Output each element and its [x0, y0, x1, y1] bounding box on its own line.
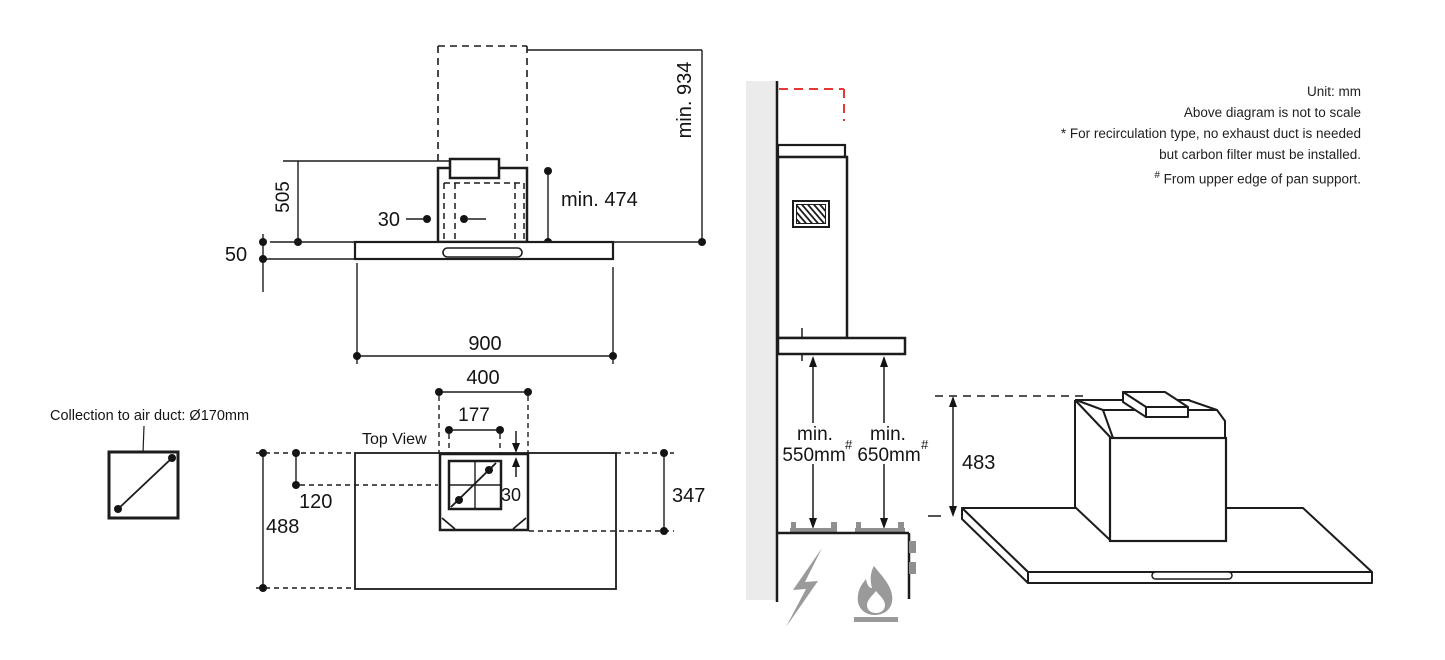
- dim-505: 505: [273, 161, 302, 246]
- dim-400: 400: [435, 367, 532, 453]
- chimney-side: [776, 155, 849, 340]
- dim-177: 177: [445, 405, 504, 460]
- dim-min-474: min. 474: [544, 167, 638, 246]
- dim-50: 50: [225, 234, 267, 292]
- dim-900: 900: [353, 263, 617, 364]
- note-recirculation-2: but carbon filter must be installed.: [1159, 147, 1361, 162]
- gas-clearance-label: min. 650mm #: [857, 424, 929, 466]
- note-unit: Unit: mm: [1307, 84, 1361, 99]
- dim-30-top-label: 30: [501, 485, 521, 505]
- svg-text:#: #: [921, 437, 929, 452]
- clearance-arrows: min. 550mm # min. 650mm #: [782, 356, 929, 529]
- notes-block: Unit: mm Above diagram is not to scale *…: [1061, 81, 1361, 190]
- electric-clearance-label: min. 550mm #: [782, 424, 853, 466]
- dim-505-label: 505: [273, 181, 294, 213]
- dim-488: 488: [256, 449, 354, 592]
- chimney-front: [436, 166, 529, 244]
- dim-483-label: 483: [962, 452, 995, 474]
- note-scale: Above diagram is not to scale: [1183, 105, 1361, 120]
- dim-min-934: min. 934: [527, 49, 706, 246]
- dim-min-934-label: min. 934: [674, 62, 696, 139]
- hood-handle-front: [442, 247, 523, 258]
- note-recirculation-1: * For recirculation type, no exhaust duc…: [1060, 126, 1361, 141]
- svg-text:550mm: 550mm: [782, 445, 845, 466]
- hash-superscript: #: [1154, 170, 1160, 181]
- wall: [746, 81, 776, 600]
- knob: [909, 562, 916, 574]
- hood-body-side: [776, 336, 907, 356]
- duct-icon: [107, 450, 180, 520]
- side-view: min. 550mm # min. 650mm #: [746, 81, 929, 627]
- dim-900-label: 900: [468, 333, 501, 355]
- dim-50-label: 50: [225, 244, 247, 266]
- pan-supports: [790, 522, 905, 533]
- dim-30-front: 30: [378, 209, 486, 231]
- housing-chamfers: [441, 517, 527, 530]
- dim-120-label: 120: [299, 491, 332, 513]
- dim-30-top: 30: [501, 431, 521, 505]
- svg-text:min.: min.: [797, 424, 833, 445]
- electric-lightning-icon: [786, 548, 822, 627]
- dim-min-474-label: min. 474: [561, 189, 638, 211]
- top-duct-iso: [1122, 391, 1189, 418]
- hood-handle-iso: [1151, 571, 1233, 580]
- motor-housing-iso: [1108, 436, 1228, 543]
- dim-400-label: 400: [466, 367, 499, 389]
- knob: [909, 541, 916, 553]
- inner-duct-dashed: [443, 182, 525, 241]
- dim-177-label: 177: [458, 405, 490, 426]
- svg-text:#: #: [845, 437, 853, 452]
- svg-text:650mm: 650mm: [857, 445, 920, 466]
- duct-extension-dashed: [437, 45, 528, 162]
- duct-callout-label: Collection to air duct: Ø170mm: [50, 408, 249, 424]
- duct-route-red-dashed: [779, 88, 845, 121]
- duct-callout: Collection to air duct: Ø170mm: [50, 408, 249, 520]
- dim-483: 483: [928, 395, 1083, 517]
- front-view: min. 934 505 30 min. 474: [225, 45, 706, 364]
- fan-icon: [447, 459, 503, 511]
- dim-120: 120: [292, 449, 438, 513]
- isometric-view: 483: [928, 391, 1373, 584]
- vent-icon: [792, 200, 830, 228]
- dim-347: 347: [529, 449, 705, 535]
- duct-collar: [448, 157, 501, 180]
- svg-text:min.: min.: [870, 424, 906, 445]
- wall-bracket: [776, 143, 847, 159]
- top-view-label: Top View: [362, 431, 427, 448]
- gas-flame-icon: [854, 566, 898, 622]
- dim-488-label: 488: [266, 516, 299, 538]
- cooktop: [776, 522, 916, 627]
- note-pan-support: # From upper edge of pan support.: [1154, 170, 1361, 187]
- top-view: 400 177 Top View 30: [256, 367, 705, 592]
- dim-347-label: 347: [672, 485, 705, 507]
- dim-30-front-label: 30: [378, 209, 400, 231]
